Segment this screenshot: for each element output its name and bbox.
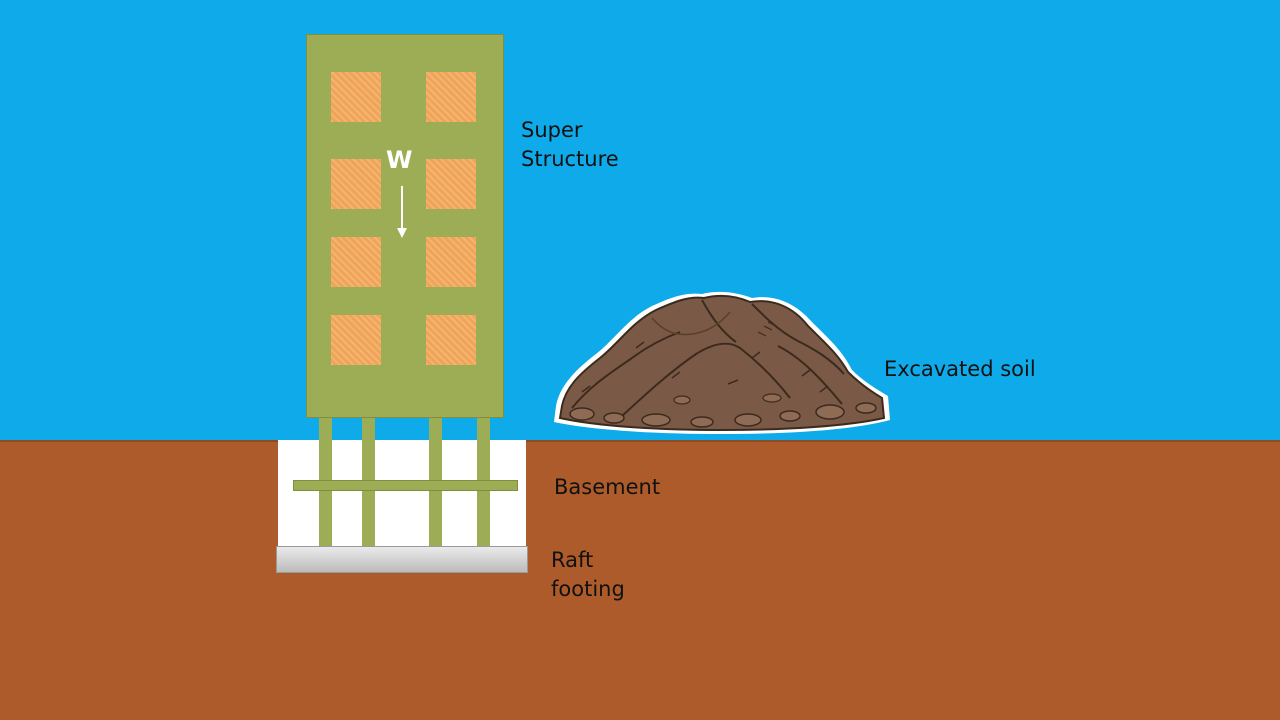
- excavated-soil-label: Excavated soil: [884, 357, 1036, 381]
- raft-footing-slab: [276, 546, 528, 573]
- building-window: [331, 315, 381, 365]
- building-window: [426, 72, 476, 122]
- basement-floor-beam: [293, 480, 518, 491]
- super-structure-label: Super Structure: [521, 116, 619, 174]
- building-window: [426, 315, 476, 365]
- super-structure-label-line-2: Structure: [521, 147, 619, 171]
- building-window: [426, 237, 476, 287]
- building-window: [331, 72, 381, 122]
- super-structure-label-line-1: Super: [521, 118, 583, 142]
- building-window: [331, 159, 381, 209]
- basement-label: Basement: [554, 475, 661, 499]
- super-structure-building: [306, 34, 504, 418]
- raft-footing-label: Raft footing: [551, 546, 625, 604]
- raft-footing-label-line-2: footing: [551, 577, 625, 601]
- raft-footing-label-line-1: Raft: [551, 548, 594, 572]
- building-window: [426, 159, 476, 209]
- load-w-label: W: [386, 146, 413, 174]
- building-window: [331, 237, 381, 287]
- load-arrow-icon: [397, 186, 407, 238]
- excavated-soil-pile: [554, 291, 890, 434]
- ground-soil: [0, 440, 1280, 720]
